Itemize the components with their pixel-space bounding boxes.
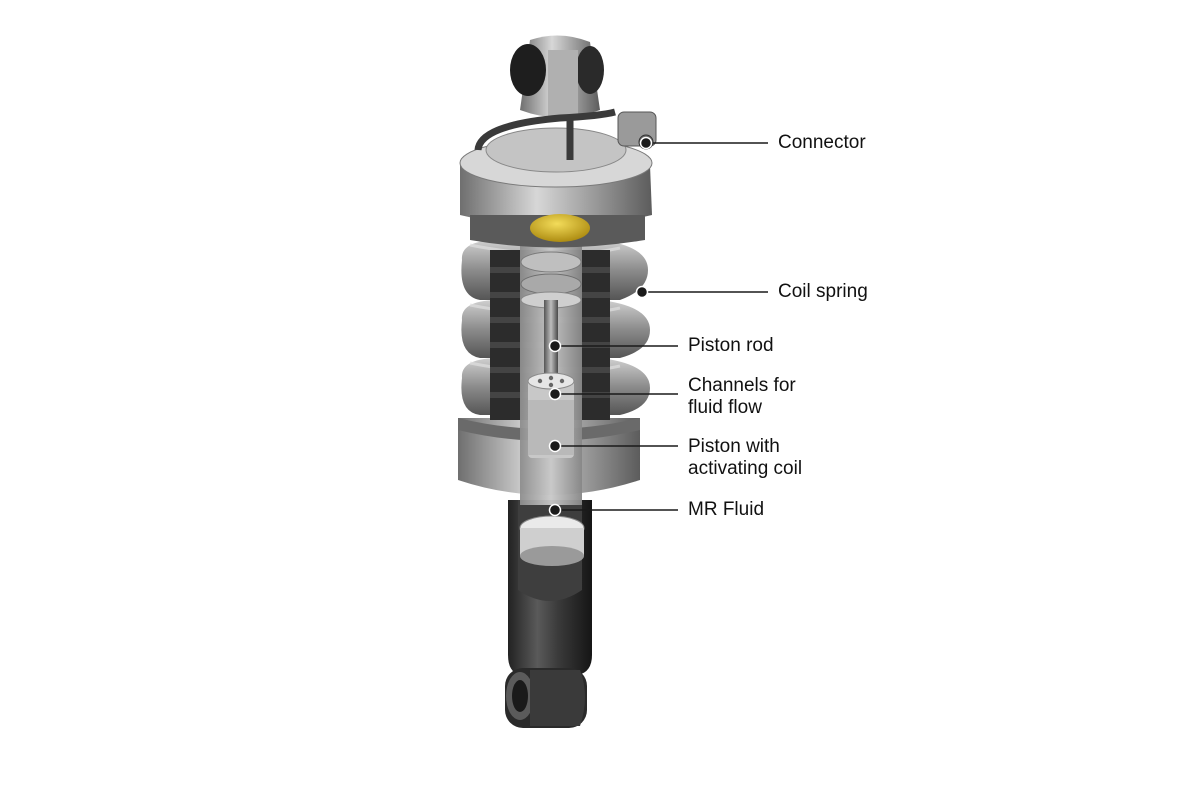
label-channels-line-1: Channels for <box>688 375 796 396</box>
floating-piston <box>519 515 585 566</box>
label-piston-coil-line-2: activating coil <box>688 458 803 479</box>
label-piston-rod-line-1: Piston rod <box>688 335 774 356</box>
channels-dot <box>548 387 562 401</box>
mr-fluid-dot <box>548 503 562 517</box>
label-channels-line-2: fluid flow <box>688 397 762 418</box>
bottom-eye-mount <box>505 668 587 728</box>
piston-rod <box>544 300 558 380</box>
label-connector-line-1: Connector <box>778 132 866 153</box>
connector-dot <box>639 136 653 150</box>
label-coil-spring-line-1: Coil spring <box>778 281 868 302</box>
piston-rod-dot <box>548 339 562 353</box>
coil-spring-dot <box>635 285 649 299</box>
leader-lines <box>555 142 768 511</box>
piston-coil-dot <box>548 439 562 453</box>
label-coil-spring: Coil spring <box>778 281 868 303</box>
bump-stop <box>530 214 590 242</box>
label-piston-coil: Piston with activating coil <box>688 436 802 480</box>
leader-dots <box>548 136 653 517</box>
label-piston-coil-line-1: Piston with <box>688 436 780 457</box>
label-piston-rod: Piston rod <box>688 335 774 357</box>
label-connector: Connector <box>778 132 866 154</box>
label-mr-fluid-line-1: MR Fluid <box>688 499 765 520</box>
label-mr-fluid: MR Fluid <box>688 499 764 521</box>
label-channels: Channels for fluid flow <box>688 375 796 419</box>
top-eye-mount <box>510 35 604 120</box>
